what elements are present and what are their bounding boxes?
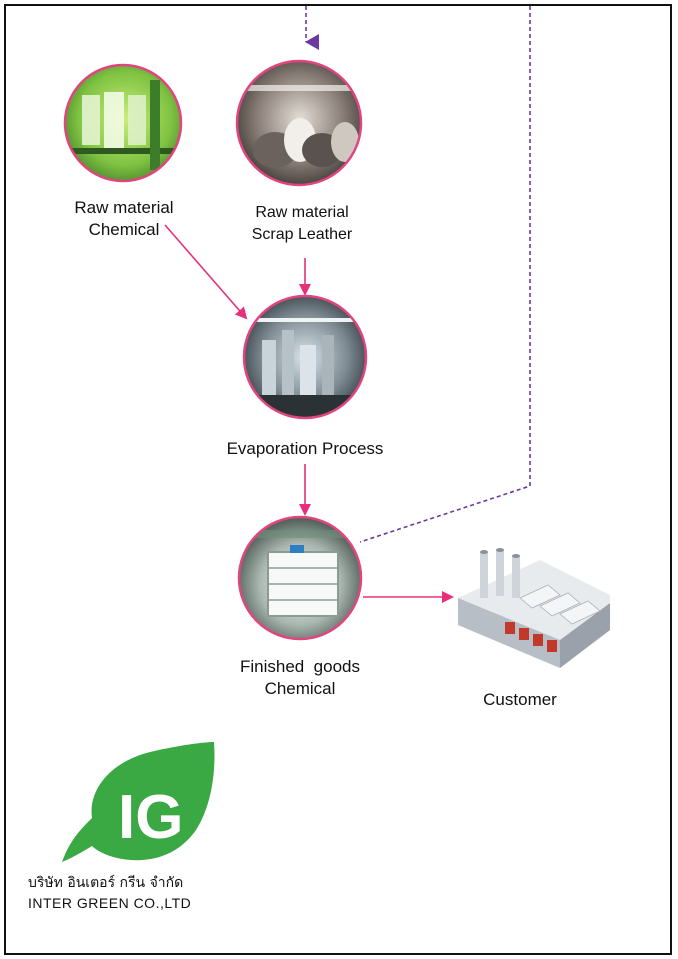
evaporation-process-photo: [242, 294, 368, 420]
raw-material-chemical-label: Raw material Chemical: [44, 197, 204, 241]
raw-material-scrap-leather-label: Raw material Scrap Leather: [222, 202, 382, 246]
finished-goods-chemical-label: Finished goods Chemical: [210, 656, 390, 700]
label-line: Raw material: [255, 204, 349, 221]
return-flow: [305, 6, 531, 543]
main-flow-arrows: [164, 224, 454, 603]
finished-goods-photo: [237, 515, 363, 641]
label-line: Scrap Leather: [251, 226, 353, 243]
factory-icon: [458, 548, 610, 668]
label-line: Chemical: [264, 679, 336, 698]
inter-green-logo: IG: [62, 742, 215, 862]
company-name-english: INTER GREEN CO.,LTD: [28, 895, 192, 911]
customer-label: Customer: [483, 690, 557, 709]
label-line: Raw material: [74, 198, 174, 217]
logo-mark-text: IG: [118, 783, 183, 852]
scrap-leather-photo: [235, 59, 363, 187]
label-line: Finished goods: [239, 657, 361, 676]
return-line-from-finished-goods: [359, 6, 531, 543]
label-line: Chemical: [88, 220, 160, 239]
arrow-chemical-to-evaporation: [164, 224, 248, 320]
raw-material-chemical-photo: [63, 63, 183, 183]
evaporation-process-label: Evaporation Process: [226, 439, 384, 458]
company-name-thai: บริษัท อินเตอร์ กรีน จำกัด: [28, 875, 184, 891]
